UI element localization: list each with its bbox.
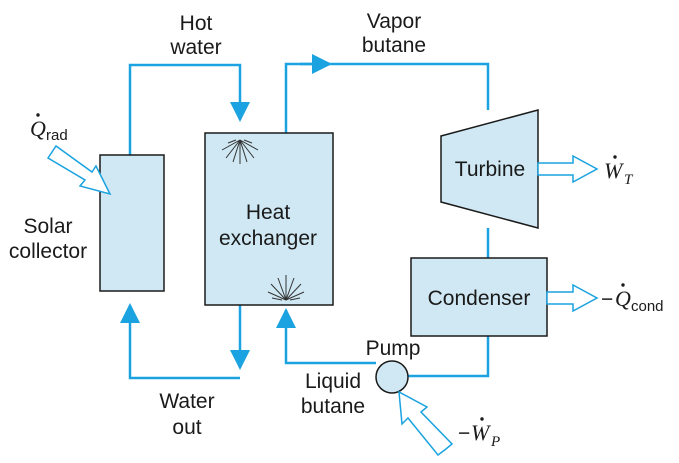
pipes bbox=[120, 54, 490, 380]
solar-collector-label-line1: Solar bbox=[23, 215, 72, 238]
w-p-minus: − bbox=[458, 422, 470, 445]
q-cond-subscript: cond bbox=[631, 298, 664, 315]
w-t-dot bbox=[613, 155, 617, 159]
w-t-subscript: T bbox=[624, 172, 634, 188]
liquid-butane-label-line2: butane bbox=[301, 395, 365, 418]
q-rad-arrow bbox=[46, 144, 112, 196]
pump bbox=[375, 360, 409, 394]
water-out-pipe-return bbox=[120, 303, 240, 380]
q-rad-dot bbox=[36, 113, 40, 117]
liquid-butane-pipe bbox=[276, 308, 376, 365]
pump-label: Pump bbox=[366, 337, 421, 360]
turbine bbox=[440, 109, 539, 229]
vapor-butane-pipe bbox=[284, 62, 490, 133]
q-cond-label: − Q cond bbox=[601, 283, 664, 315]
heat-exchanger-label-line1: Heat bbox=[246, 201, 291, 224]
q-rad-symbol: Q bbox=[30, 116, 46, 141]
w-t-symbol: W bbox=[604, 158, 624, 183]
w-p-arrow bbox=[398, 390, 454, 457]
spray-burst-top bbox=[221, 139, 259, 164]
hot-water-pipe bbox=[128, 63, 250, 155]
w-p-subscript: P bbox=[490, 434, 500, 450]
w-t-arrow bbox=[537, 154, 599, 184]
q-cond-arrow bbox=[546, 283, 599, 313]
w-p-symbol: W bbox=[471, 420, 491, 445]
condenser-label: Condenser bbox=[428, 287, 531, 310]
q-cond-minus: − bbox=[601, 288, 613, 311]
w-t-label: W T bbox=[604, 155, 634, 188]
heat-exchanger bbox=[204, 132, 334, 306]
w-p-label: − W P bbox=[458, 417, 500, 450]
q-cond-symbol: Q bbox=[615, 286, 631, 311]
vapor-butane-label-line2: butane bbox=[362, 34, 426, 57]
turbine-label: Turbine bbox=[455, 158, 525, 181]
q-rad-subscript: rad bbox=[46, 127, 68, 144]
water-out-label-line2: out bbox=[172, 416, 201, 439]
q-rad-label: Q rad bbox=[30, 113, 68, 144]
solar-collector bbox=[99, 154, 165, 292]
condenser-to-pump-pipe bbox=[408, 336, 490, 378]
w-p-dot bbox=[480, 417, 484, 421]
spray-burst-bottom bbox=[267, 275, 305, 301]
hot-water-label-line1: Hot bbox=[180, 12, 213, 35]
liquid-butane-label-line1: Liquid bbox=[305, 370, 361, 393]
water-out-label-line1: Water bbox=[159, 390, 214, 413]
heat-exchanger-label-line2: exchanger bbox=[219, 227, 317, 250]
q-cond-dot bbox=[621, 283, 625, 287]
hot-water-label-line2: water bbox=[169, 36, 221, 59]
vapor-butane-label-line1: Vapor bbox=[367, 10, 421, 33]
solar-collector-label-line2: collector bbox=[9, 240, 87, 263]
